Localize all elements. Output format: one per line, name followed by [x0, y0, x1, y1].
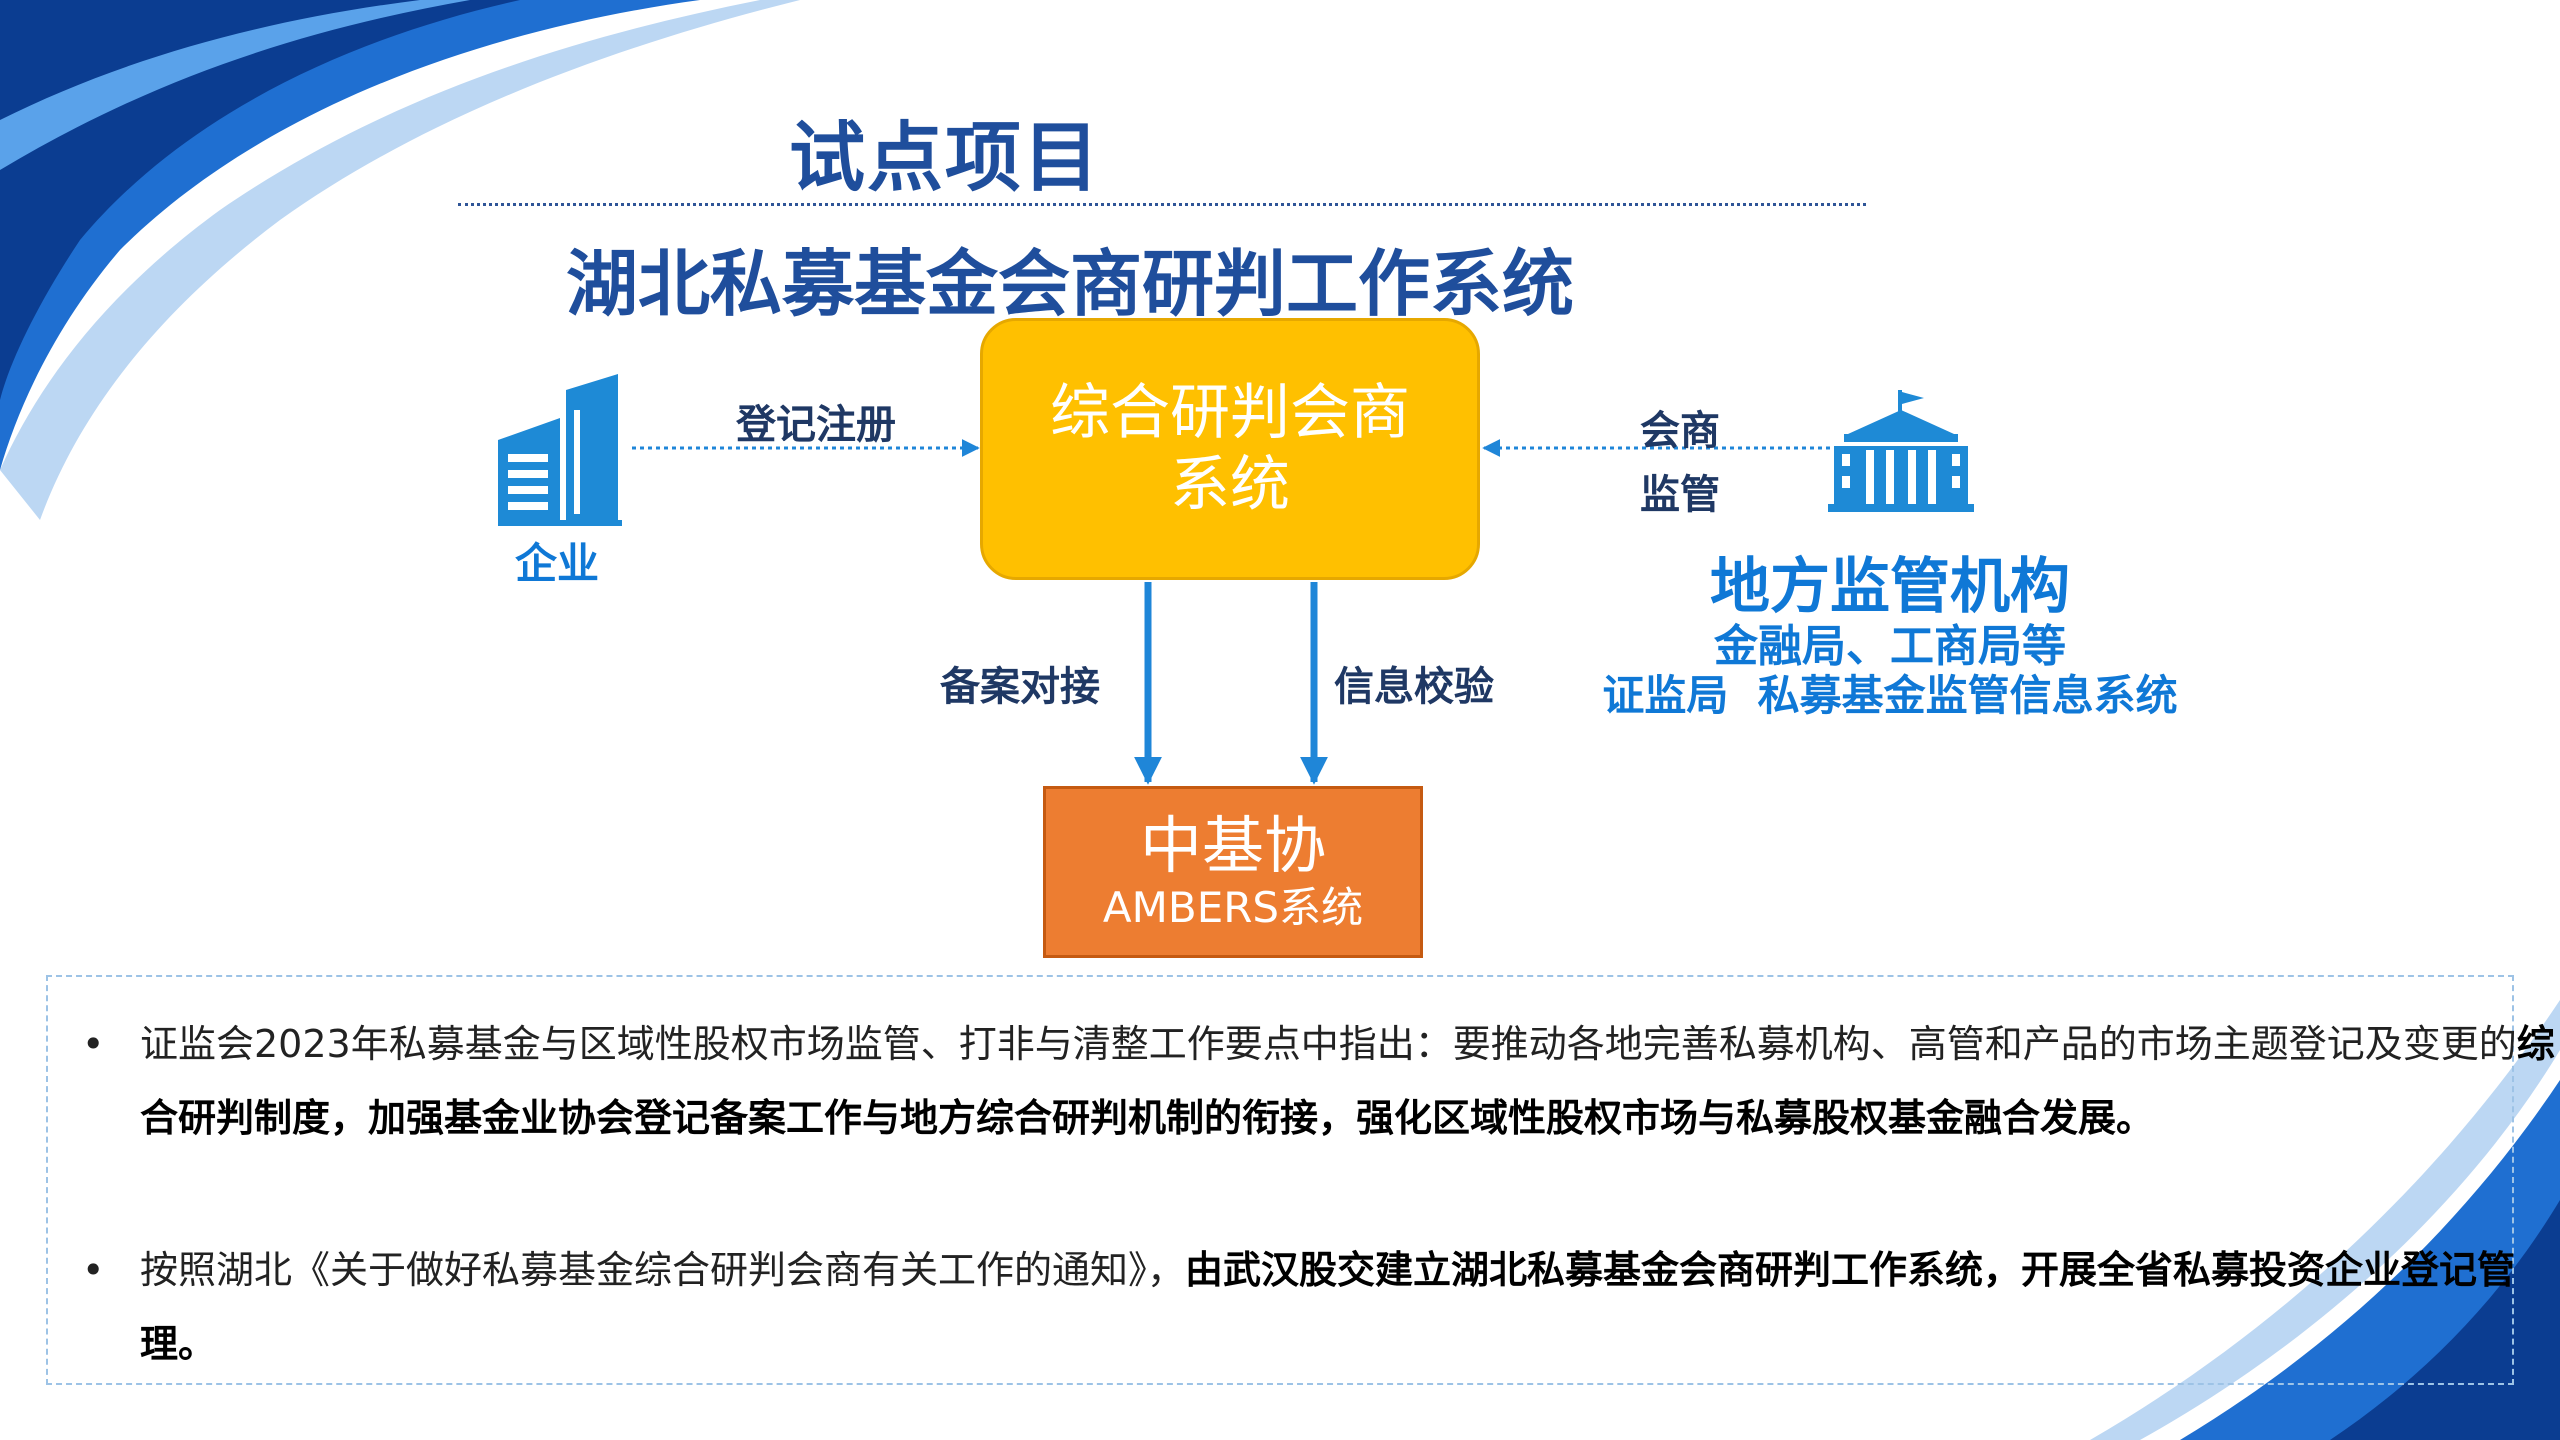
- central-box-line1: 综合研判会商: [1050, 378, 1410, 448]
- amac-box-subtitle: AMBERS系统: [1102, 883, 1364, 932]
- enterprise-label: 企业: [515, 539, 600, 588]
- integrated-consultation-system-box: 综合研判会商 系统: [980, 318, 1480, 580]
- amac-ambers-box: 中基协 AMBERS系统: [1043, 786, 1423, 958]
- bullet-dot: •: [82, 1022, 105, 1066]
- consult-label-line1: 会商: [1640, 408, 1720, 454]
- bullet-text: 按照湖北《关于做好私募基金综合研判会商有关工作的通知》，: [140, 1248, 1186, 1292]
- title-divider: [458, 203, 1866, 206]
- page-subtitle: 湖北私募基金会商研判工作系统: [565, 242, 1574, 326]
- bullet-bold-text: 由武汉股交建立湖北私募基金会商研判工作系统，开展全省私募投资企业登记管理。: [140, 1248, 2516, 1366]
- bullet-bold-text: 综合研判制度，加强基金业协会登记备案工作与地方综合研判机制的衔接，强化区域性股权…: [140, 1022, 2555, 1140]
- filing-label: 备案对接: [940, 664, 1100, 710]
- consult-label-line2: 监管: [1640, 472, 1720, 518]
- amac-box-title: 中基协: [1139, 809, 1326, 882]
- bullet-text: 证监会2023年私募基金与区域性股权市场监管、打非与清整工作要点中指出：要推动各…: [140, 1022, 2517, 1066]
- building-icon: [498, 374, 622, 526]
- government-building-icon: [1828, 390, 1974, 512]
- verification-label: 信息校验: [1334, 664, 1494, 710]
- central-box-line2: 系统: [1170, 450, 1290, 520]
- policy-notes-box: • 证监会2023年私募基金与区域性股权市场监管、打非与清整工作要点中指出：要推…: [46, 975, 2555, 1385]
- regulator-title: 地方监管机构: [1710, 552, 2070, 622]
- bullet-item: • 按照湖北《关于做好私募基金综合研判会商有关工作的通知》，由武汉股交建立湖北私…: [82, 1233, 2560, 1381]
- register-label: 登记注册: [736, 402, 896, 448]
- bullet-item: • 证监会2023年私募基金与区域性股权市场监管、打非与清整工作要点中指出：要推…: [82, 1007, 2560, 1155]
- regulator-line2: 证监局 私募基金监管信息系统: [1602, 671, 2178, 720]
- bullet-dot: •: [82, 1248, 105, 1292]
- page-title: 试点项目: [789, 113, 1101, 202]
- regulator-line1: 金融局、工商局等: [1714, 621, 2066, 672]
